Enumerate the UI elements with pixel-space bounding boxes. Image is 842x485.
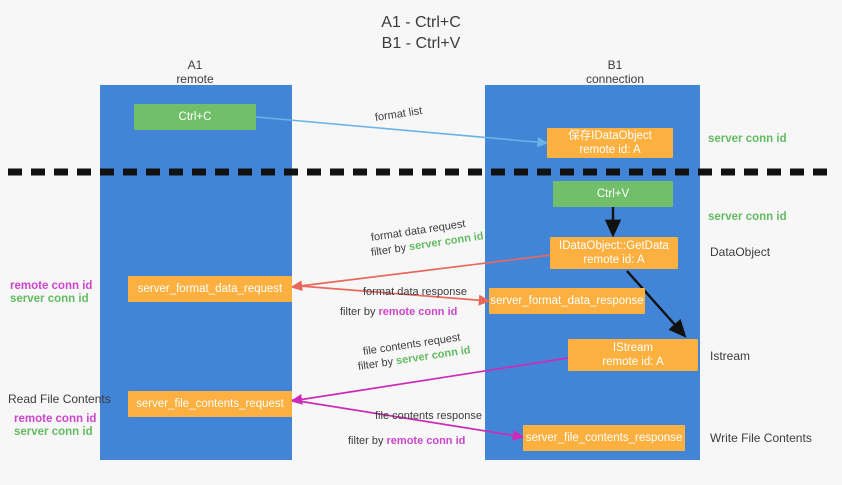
caption-file-contents-response-text: file contents response <box>375 410 483 422</box>
node-server-file-contents-response[interactable]: server_file_contents_response <box>523 425 685 451</box>
label-istream: Istream <box>710 349 751 363</box>
caption-format-data-response: format data response <box>363 285 467 299</box>
caption-fdresp-filter-value: remote conn id <box>378 306 458 318</box>
title-line-1: A1 - Ctrl+C <box>381 14 461 31</box>
node-save-idataobject-line1: 保存IDataObject <box>568 130 652 142</box>
node-save-idataobject[interactable]: 保存IDataObject remote id: A <box>547 128 673 158</box>
node-istream-line2: remote id: A <box>602 356 664 368</box>
caption-format-data-response-text: format data response <box>363 286 467 298</box>
label-read-file-contents: Read File Contents <box>8 392 111 406</box>
node-save-idataobject-line2: remote id: A <box>579 144 641 156</box>
node-ctrl-v-label: Ctrl+V <box>596 188 630 200</box>
node-server-file-contents-response-label: server_file_contents_response <box>525 432 683 444</box>
label-server-conn-id-mid: server conn id <box>708 211 787 223</box>
caption-file-contents-response: file contents response <box>375 409 482 423</box>
label-remote-conn-id-bottom: remote conn id <box>14 413 97 425</box>
label-server-conn-id-bottom: server conn id <box>14 426 93 438</box>
label-server-conn-id-left-mid: server conn id <box>10 293 89 305</box>
page-title: A1 - Ctrl+C B1 - Ctrl+V <box>0 12 842 54</box>
column-b1-role: connection <box>585 72 645 86</box>
node-server-format-data-response[interactable]: server_format_data_response <box>489 288 645 314</box>
caption-fdresp-filter-prefix: filter by <box>340 306 379 318</box>
caption-format-list-text: format list <box>374 105 424 124</box>
caption-fcresp-filter-prefix: filter by <box>348 435 387 447</box>
node-getdata-line2: remote id: A <box>583 254 645 266</box>
node-server-file-contents-request-label: server_file_contents_request <box>136 398 284 410</box>
label-dataobject: DataObject <box>710 245 771 259</box>
node-getdata[interactable]: IDataObject::GetData remote id: A <box>550 237 678 269</box>
label-server-conn-id-top: server conn id <box>708 133 787 145</box>
column-a1-role: remote <box>176 72 214 86</box>
caption-format-list: format list <box>374 104 423 125</box>
node-server-format-data-response-label: server_format_data_response <box>490 295 644 307</box>
column-b1-name: B1 <box>607 58 623 72</box>
column-a1-name: A1 <box>187 58 203 72</box>
node-ctrl-v[interactable]: Ctrl+V <box>553 181 673 207</box>
node-istream[interactable]: IStream remote id: A <box>568 339 698 371</box>
caption-fcresp-filter-value: remote conn id <box>386 435 466 447</box>
node-getdata-line1: IDataObject::GetData <box>559 240 669 252</box>
label-remote-conn-id-mid: remote conn id <box>10 280 93 292</box>
node-server-file-contents-request[interactable]: server_file_contents_request <box>128 391 292 417</box>
title-line-2: B1 - Ctrl+V <box>381 35 461 52</box>
label-write-file-contents: Write File Contents <box>710 431 812 445</box>
caption-format-data-response-filter: filter by remote conn id <box>340 305 457 319</box>
node-istream-line1: IStream <box>612 342 654 354</box>
node-server-format-data-request[interactable]: server_format_data_request <box>128 276 292 302</box>
caption-file-contents-response-filter: filter by remote conn id <box>348 434 465 448</box>
node-ctrl-c[interactable]: Ctrl+C <box>134 104 256 130</box>
node-ctrl-c-label: Ctrl+C <box>178 111 212 123</box>
node-server-format-data-request-label: server_format_data_request <box>137 283 283 295</box>
column-header-b1: B1 connection <box>545 58 685 86</box>
column-header-a1: A1 remote <box>130 58 260 86</box>
